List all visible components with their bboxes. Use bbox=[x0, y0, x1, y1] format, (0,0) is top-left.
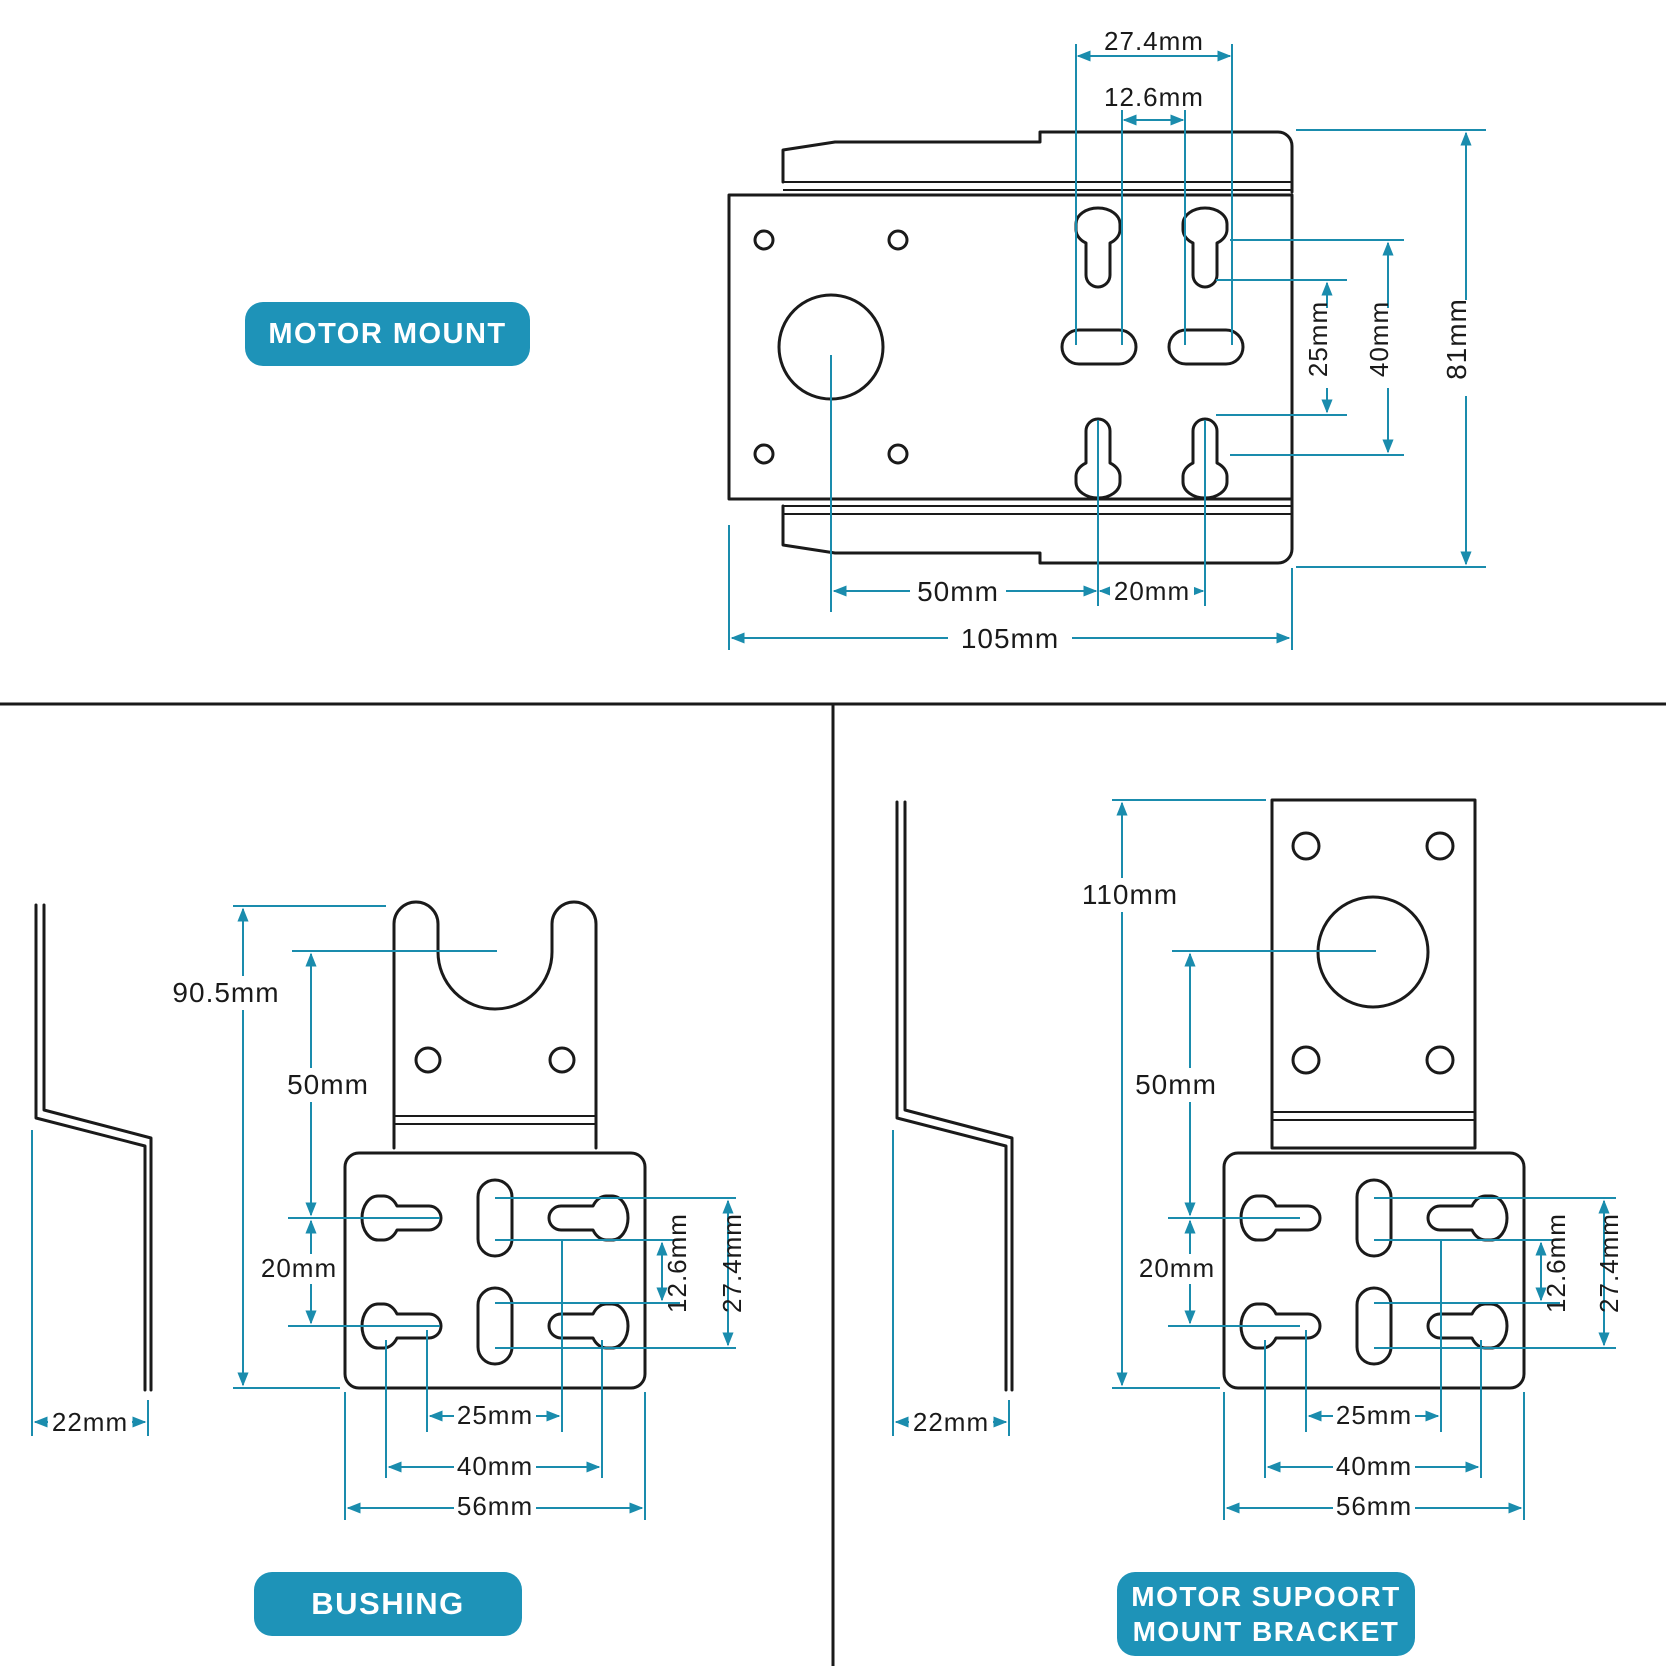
oblong-slot bbox=[1355, 1286, 1393, 1366]
motor-mount-drawing bbox=[727, 130, 1294, 565]
keyhole-slot bbox=[1074, 206, 1122, 289]
dim-27-4: 27.4mm bbox=[1594, 1213, 1624, 1313]
oblong-slot bbox=[476, 1286, 514, 1366]
mount-hole bbox=[1291, 1045, 1321, 1075]
dim-90-5: 90.5mm bbox=[172, 977, 279, 1008]
motor-mount-bottom-flange bbox=[781, 497, 1294, 565]
keyhole-slot bbox=[1426, 1302, 1509, 1350]
bracket-label-line2: MOUNT BRACKET bbox=[1132, 1616, 1400, 1647]
bracket-side-profile bbox=[895, 800, 1014, 1392]
keyhole-slot bbox=[547, 1302, 630, 1350]
oblong-slot bbox=[476, 1178, 514, 1258]
motor-mount-label: MOTOR MOUNT bbox=[245, 302, 530, 366]
mount-hole bbox=[1425, 831, 1455, 861]
motor-mount-dimensions: 27.4mm 12.6mm 81mm 40mm 25mm 50mm 20mm bbox=[728, 26, 1486, 654]
bushing-drawing bbox=[34, 900, 647, 1392]
dim-22: 22mm bbox=[52, 1407, 128, 1437]
dim-50: 50mm bbox=[917, 576, 999, 607]
bracket-base-plate bbox=[1222, 1151, 1526, 1390]
oblong-slot bbox=[1167, 328, 1245, 366]
bushing-label: BUSHING bbox=[254, 1572, 522, 1636]
mount-hole bbox=[753, 229, 775, 251]
bracket-label: MOTOR SUPOORT MOUNT BRACKET bbox=[1117, 1572, 1415, 1656]
dim-25: 25mm bbox=[457, 1400, 533, 1430]
bracket-label-line1: MOTOR SUPOORT bbox=[1131, 1581, 1401, 1612]
keyhole-slot bbox=[1426, 1194, 1509, 1242]
dim-25: 25mm bbox=[1336, 1400, 1412, 1430]
mount-hole bbox=[1425, 1045, 1455, 1075]
mount-hole bbox=[753, 443, 775, 465]
dim-110: 110mm bbox=[1082, 879, 1178, 910]
oblong-slot bbox=[1060, 328, 1138, 366]
dim-22: 22mm bbox=[913, 1407, 989, 1437]
bushing-side-profile bbox=[34, 903, 153, 1392]
dim-12-6: 12.6mm bbox=[1104, 82, 1204, 112]
dim-40: 40mm bbox=[457, 1451, 533, 1481]
dim-81: 81mm bbox=[1441, 298, 1472, 380]
bracket-upper-plate bbox=[1270, 798, 1477, 1150]
dim-50: 50mm bbox=[287, 1069, 369, 1100]
dim-27-4: 27.4mm bbox=[717, 1213, 747, 1313]
dim-20: 20mm bbox=[261, 1253, 337, 1283]
keyhole-slot bbox=[547, 1194, 630, 1242]
dim-25: 25mm bbox=[1303, 301, 1333, 377]
keyhole-slot bbox=[1181, 206, 1229, 289]
bushing-label-text: BUSHING bbox=[311, 1586, 465, 1621]
mount-hole bbox=[414, 1046, 442, 1074]
dim-40: 40mm bbox=[1336, 1451, 1412, 1481]
dim-105: 105mm bbox=[961, 623, 1059, 654]
motor-mount-label-text: MOTOR MOUNT bbox=[268, 317, 507, 350]
oblong-slot bbox=[1355, 1178, 1393, 1258]
mount-hole bbox=[1291, 831, 1321, 861]
dim-12-6: 12.6mm bbox=[662, 1213, 692, 1313]
motor-mount-top-flange bbox=[781, 130, 1294, 194]
mount-hole bbox=[887, 229, 909, 251]
bushing-upper-tab bbox=[392, 900, 598, 1150]
dim-20: 20mm bbox=[1139, 1253, 1215, 1283]
dim-40: 40mm bbox=[1364, 301, 1394, 377]
dim-27-4: 27.4mm bbox=[1104, 26, 1204, 56]
dim-56: 56mm bbox=[457, 1491, 533, 1521]
dim-20: 20mm bbox=[1114, 576, 1190, 606]
mount-hole bbox=[548, 1046, 576, 1074]
motor-mount-plate bbox=[727, 193, 1294, 501]
dim-56: 56mm bbox=[1336, 1491, 1412, 1521]
dim-50: 50mm bbox=[1135, 1069, 1217, 1100]
mount-hole bbox=[887, 443, 909, 465]
bracket-dimensions: 22mm 110mm 50mm 20mm 12.6mm 27.4mm bbox=[892, 799, 1636, 1521]
bushing-base-plate bbox=[343, 1151, 647, 1390]
dim-12-6: 12.6mm bbox=[1541, 1213, 1571, 1313]
bushing-dimensions: 22mm 90.5mm 50mm 20mm 12.6mm 27.4mm bbox=[31, 905, 760, 1521]
